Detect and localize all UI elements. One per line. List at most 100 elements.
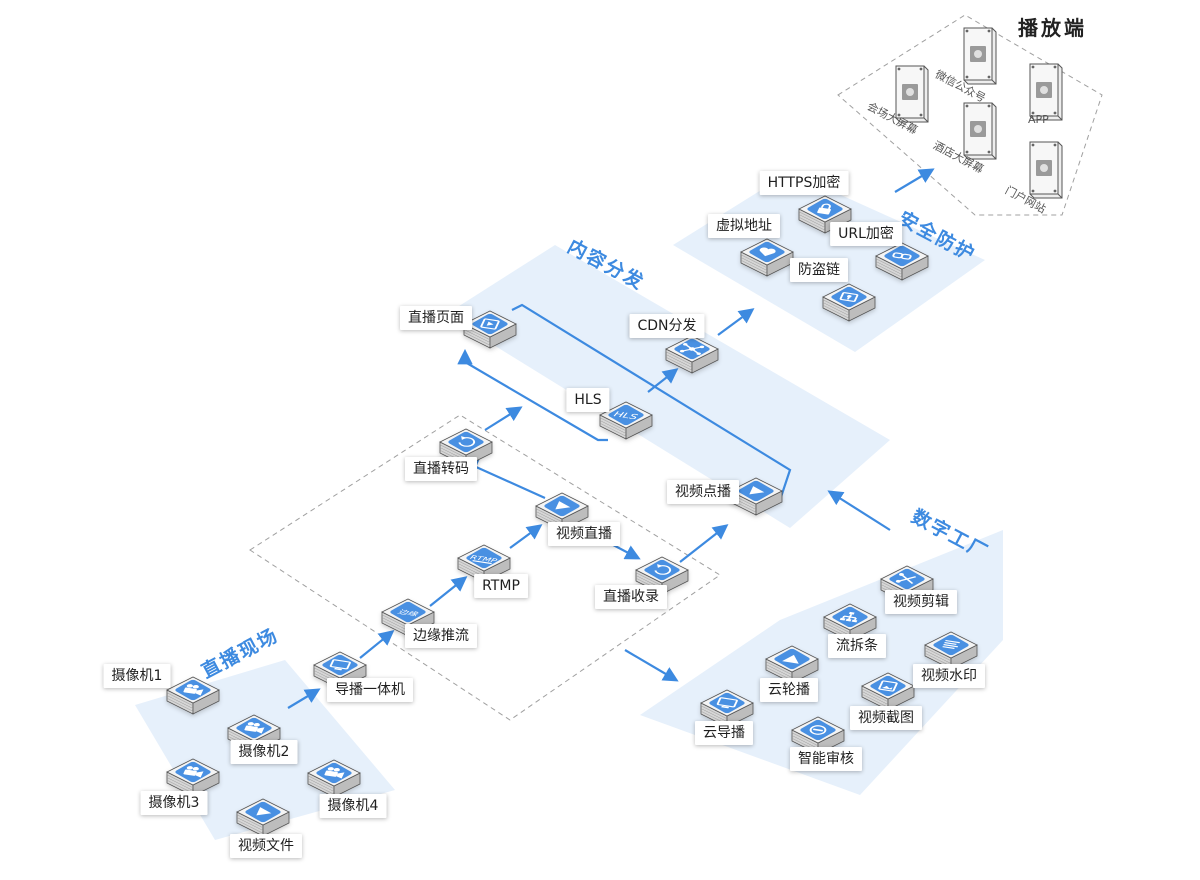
app-icon bbox=[1036, 82, 1052, 98]
arrow-factory-to-vod bbox=[827, 490, 891, 531]
svg-text:边缘: 边缘 bbox=[397, 609, 420, 618]
label-live-video: 视频直播 bbox=[548, 522, 620, 546]
label-url-enc: URL加密 bbox=[830, 222, 902, 246]
label-cdn: CDN分发 bbox=[629, 314, 705, 338]
scissors-icon bbox=[889, 568, 925, 590]
label-vod: 视频点播 bbox=[667, 480, 739, 504]
label-clip: 视频剪辑 bbox=[885, 590, 957, 614]
video-camera-icon bbox=[175, 679, 211, 701]
label-edge-push: 边缘推流 bbox=[405, 624, 477, 648]
transcode-icon bbox=[448, 431, 484, 453]
cube-director-console bbox=[313, 651, 367, 690]
label-hls: HLS bbox=[566, 388, 610, 412]
arrow-hls-to-live-page bbox=[457, 348, 608, 442]
label-cloud-carousel: 云轮播 bbox=[760, 678, 818, 702]
label-anti-leech: 防盗链 bbox=[790, 258, 848, 282]
cube-video-file bbox=[236, 798, 290, 837]
label-hotel-screen: 酒店大屏幕 bbox=[930, 138, 986, 177]
forbid-icon bbox=[800, 719, 836, 741]
lines-icon bbox=[933, 634, 969, 656]
label-live-transcode: 直播转码 bbox=[405, 457, 477, 481]
label-app: APP bbox=[1028, 113, 1049, 126]
terminal-venue-screen bbox=[895, 65, 929, 123]
players-region-outline bbox=[837, 14, 1103, 216]
label-watermark: 视频水印 bbox=[913, 664, 985, 688]
arrow-rtmp-to-live bbox=[509, 524, 543, 549]
zone-label-players: 播放端 bbox=[1018, 16, 1087, 40]
label-snapshot: 视频截图 bbox=[850, 706, 922, 730]
link-icon bbox=[884, 245, 920, 267]
label-moderation: 智能审核 bbox=[790, 747, 862, 771]
monitor-icon bbox=[709, 692, 745, 714]
edge-push-icon: 边缘 bbox=[390, 601, 426, 623]
page-icon bbox=[472, 313, 508, 335]
label-live-page: 直播页面 bbox=[400, 306, 472, 330]
zone-content-distribution bbox=[445, 245, 890, 528]
cube-https-enc bbox=[798, 195, 852, 234]
tree-icon bbox=[832, 606, 868, 628]
arrow-cdn-to-security bbox=[717, 308, 755, 336]
label-camera1: 摄像机1 bbox=[103, 664, 171, 688]
arrow-edge-to-rtmp bbox=[429, 576, 468, 607]
cube-url-enc bbox=[875, 242, 929, 281]
arrow-security-to-players bbox=[894, 168, 935, 193]
cube-live-page bbox=[463, 310, 517, 349]
video-camera-icon bbox=[236, 717, 272, 739]
play-icon bbox=[245, 801, 281, 823]
label-virtual-addr: 虚拟地址 bbox=[708, 214, 780, 238]
terminal-wechat bbox=[963, 27, 997, 85]
node-cubes: 边缘 RTMP HLS bbox=[166, 195, 978, 837]
label-live-record: 直播收录 bbox=[595, 585, 667, 609]
home-icon bbox=[1036, 160, 1052, 176]
arrow-vod-to-cdn-route bbox=[511, 303, 792, 501]
label-wechat: 微信公众号 bbox=[932, 67, 988, 106]
arrow-hls-to-cdn bbox=[647, 368, 679, 393]
terminal-portal bbox=[1029, 141, 1063, 199]
label-strip: 流拆条 bbox=[828, 634, 886, 658]
lock-icon bbox=[807, 198, 843, 220]
key-icon bbox=[831, 286, 867, 308]
label-camera2: 摄像机2 bbox=[230, 740, 298, 764]
zone-label-live-site: 直播现场 bbox=[197, 624, 283, 683]
arrow-record-to-factory bbox=[624, 649, 679, 682]
svg-text:HLS: HLS bbox=[612, 411, 639, 422]
hotel-icon bbox=[970, 121, 986, 137]
network-icon bbox=[674, 338, 710, 360]
cube-live-transcode bbox=[439, 428, 493, 467]
play-icon bbox=[544, 495, 580, 517]
cube-hls: HLS bbox=[599, 401, 653, 440]
cube-camera1 bbox=[166, 676, 220, 715]
video-camera-icon bbox=[316, 762, 352, 784]
label-rtmp: RTMP bbox=[474, 574, 528, 598]
label-https-enc: HTTPS加密 bbox=[759, 171, 849, 195]
label-camera3: 摄像机3 bbox=[140, 791, 208, 815]
cube-camera4 bbox=[307, 759, 361, 798]
label-director-console: 导播一体机 bbox=[327, 678, 413, 702]
arrow-live-to-transcode bbox=[462, 460, 546, 500]
label-portal: 门户网站 bbox=[1002, 183, 1048, 216]
heart-shield-icon bbox=[749, 241, 785, 263]
terminal-devices bbox=[895, 27, 1063, 199]
carousel-icon bbox=[774, 648, 810, 670]
zone-label-digital-factory: 数字工厂 bbox=[907, 505, 993, 565]
arrow-transcode-to-hls bbox=[484, 406, 523, 431]
cube-anti-leech bbox=[822, 283, 876, 322]
arrow-site-to-director bbox=[287, 688, 321, 709]
cube-cloud-carousel bbox=[765, 645, 819, 684]
terminal-hotel-screen bbox=[963, 102, 997, 160]
monitor-icon bbox=[322, 654, 358, 676]
arrow-director-to-edge bbox=[359, 630, 395, 659]
svg-text:RTMP: RTMP bbox=[469, 554, 498, 564]
wechat-icon bbox=[970, 46, 986, 62]
video-camera-icon bbox=[175, 761, 211, 783]
label-venue-screen: 会场大屏幕 bbox=[864, 99, 920, 138]
label-camera4: 摄像机4 bbox=[319, 794, 387, 818]
image-icon bbox=[870, 675, 906, 697]
label-cloud-director: 云导播 bbox=[695, 721, 753, 745]
rtmp-icon: RTMP bbox=[466, 547, 502, 569]
label-video-file: 视频文件 bbox=[230, 834, 302, 858]
terminal-app bbox=[1029, 63, 1063, 121]
hls-icon: HLS bbox=[608, 404, 644, 426]
venue-screen-icon bbox=[902, 84, 918, 100]
zone-label-content-distribution: 内容分发 bbox=[563, 235, 649, 295]
